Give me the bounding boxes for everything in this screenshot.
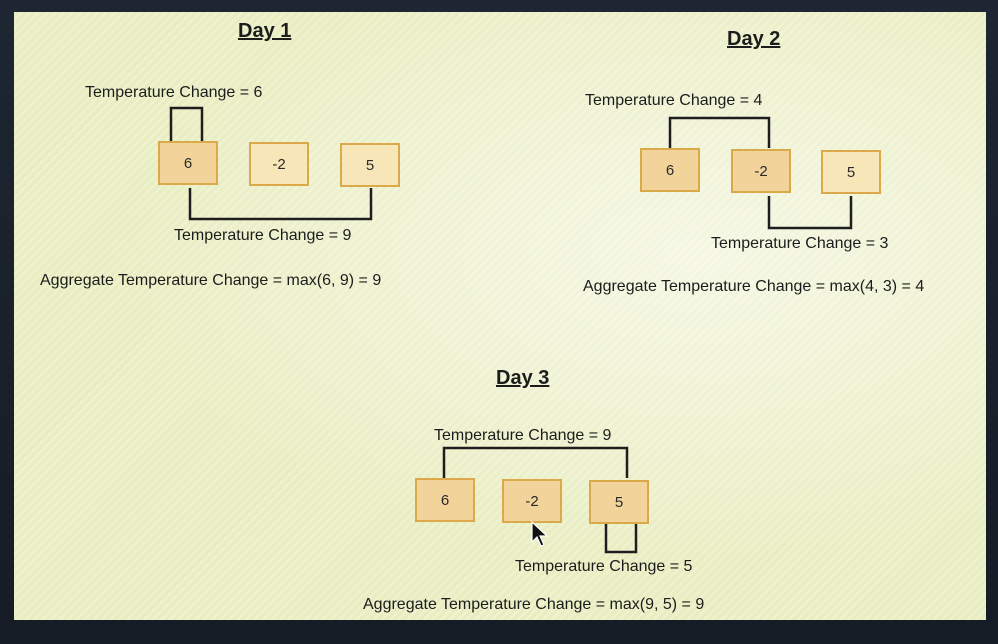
day1-title: Day 1	[238, 20, 292, 42]
day3-title: Day 3	[496, 367, 550, 389]
day1-box-3: 5	[340, 143, 400, 187]
day3-bottom-label: Temperature Change = 5	[515, 558, 693, 575]
day3-aggregate: Aggregate Temperature Change = max(9, 5)…	[363, 596, 705, 613]
day2-box-3: 5	[821, 150, 881, 194]
day3-box-1: 6	[415, 478, 475, 522]
day2-bottom-label: Temperature Change = 3	[711, 235, 889, 252]
day2-box-2: -2	[731, 149, 791, 193]
day1-box-2: -2	[249, 142, 309, 186]
day1-bottom-label: Temperature Change = 9	[174, 227, 352, 244]
day3-box-3: 5	[589, 480, 649, 524]
mouse-pointer-icon	[531, 520, 549, 547]
day1-aggregate: Aggregate Temperature Change = max(6, 9)…	[40, 272, 382, 289]
day1-top-label: Temperature Change = 6	[85, 84, 263, 101]
day2-title: Day 2	[727, 28, 781, 50]
day2-box-1: 6	[640, 148, 700, 192]
day3-top-label: Temperature Change = 9	[434, 427, 612, 444]
day1-box-1: 6	[158, 141, 218, 185]
diagram-canvas	[14, 12, 986, 620]
day2-top-label: Temperature Change = 4	[585, 92, 763, 109]
day3-box-2: -2	[502, 479, 562, 523]
day2-aggregate: Aggregate Temperature Change = max(4, 3)…	[583, 278, 925, 295]
